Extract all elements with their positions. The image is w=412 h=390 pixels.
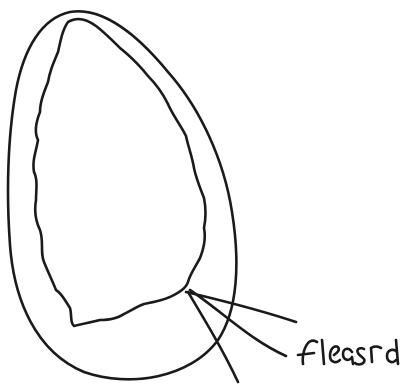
inner-wavy-shape bbox=[33, 19, 205, 326]
pointer-line-2 bbox=[190, 290, 286, 356]
handwritten-label bbox=[298, 340, 398, 364]
